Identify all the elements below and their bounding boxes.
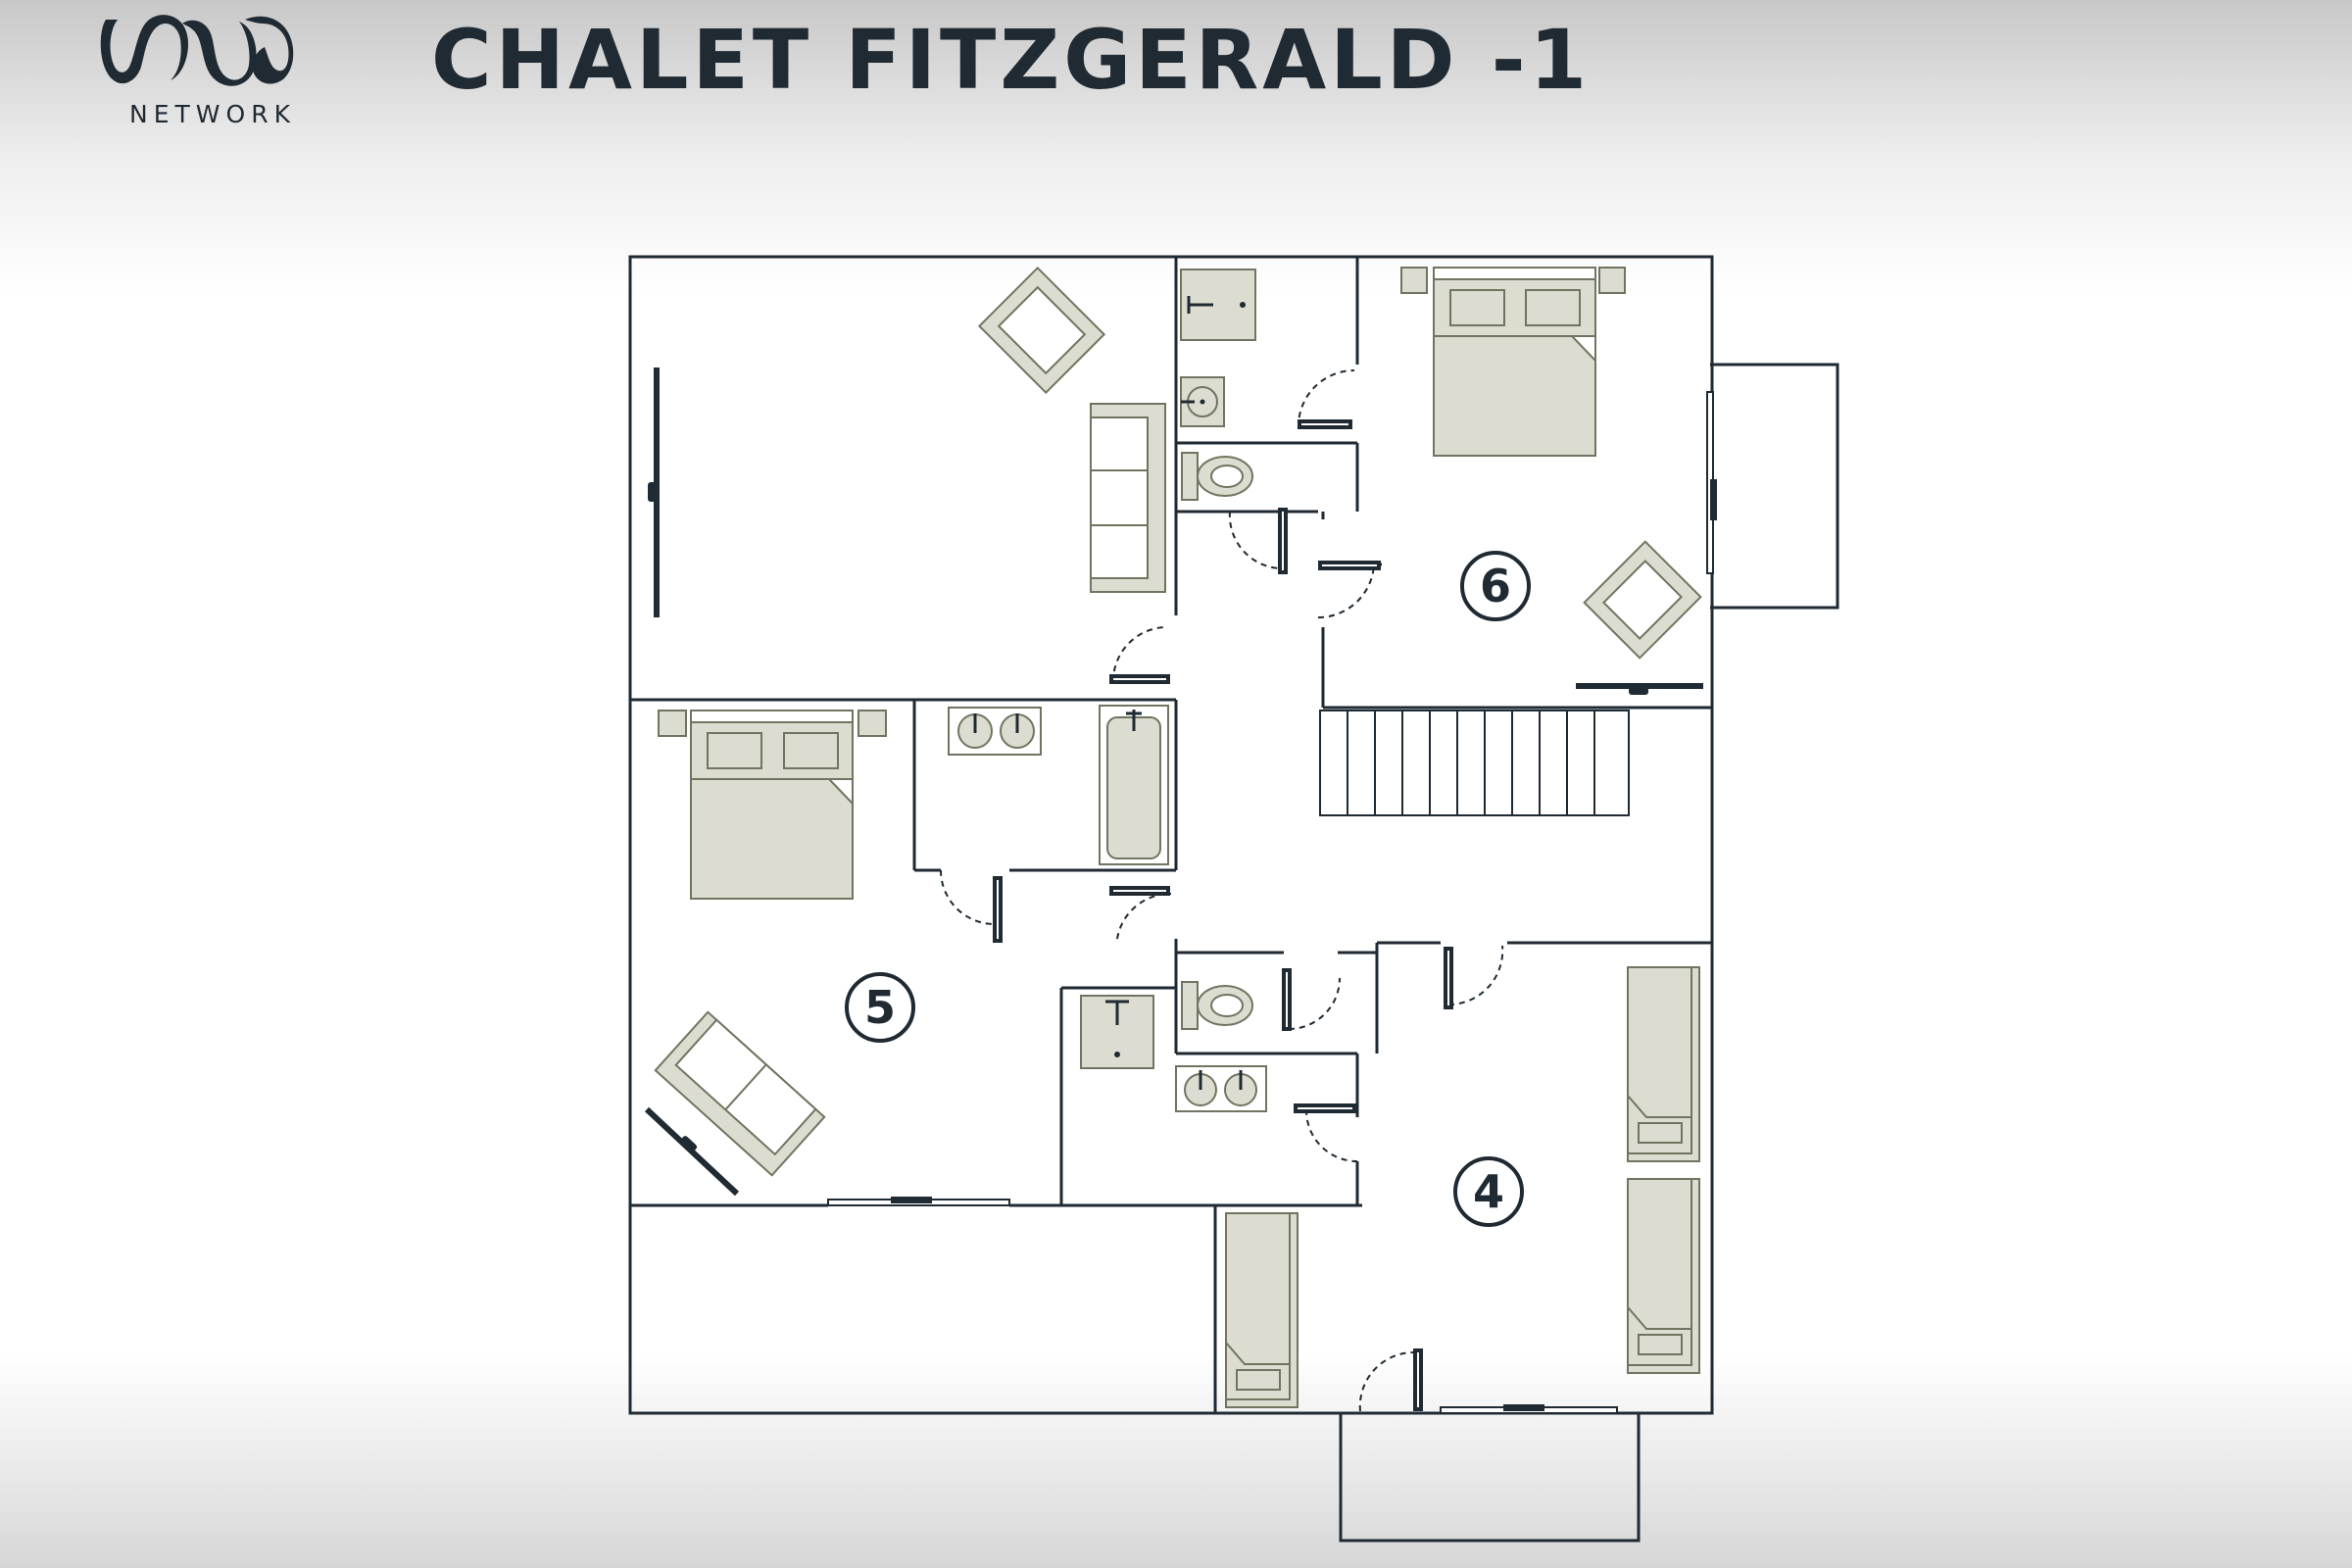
staircase-icon: [1319, 710, 1630, 816]
door-leaf: [993, 419, 1453, 1411]
room-label-5: 5: [845, 972, 915, 1043]
sink-icon: [1180, 376, 1225, 427]
double-bed-icon: [658, 710, 887, 900]
single-bed-icon: [1225, 1212, 1298, 1408]
tv-icon: [1576, 683, 1703, 695]
walls: [628, 255, 1714, 1415]
page-title: CHALET FITZGERALD -1: [431, 12, 1592, 108]
sofa-icon: [654, 1010, 826, 1177]
exterior-walls: [1339, 363, 1839, 1543]
tv-icon: [644, 1106, 740, 1197]
bathtub-icon: [1099, 705, 1169, 865]
door-swing-icon: [940, 369, 1504, 1412]
double-bed-icon: [1400, 267, 1626, 457]
shower-icon: [1180, 269, 1256, 341]
toilet-icon: [1181, 452, 1253, 501]
armchair-icon: [977, 266, 1106, 395]
logo-mark-icon: [100, 15, 294, 86]
toilet-icon: [1181, 981, 1253, 1030]
room-label-6: 6: [1460, 551, 1531, 621]
logo-text: NETWORK: [129, 100, 296, 128]
brand-logo: NETWORK: [98, 10, 318, 128]
tv-icon: [648, 368, 660, 617]
single-bed-icon: [1627, 1178, 1700, 1374]
shower-icon: [1080, 995, 1154, 1069]
double-sink-icon: [948, 707, 1042, 756]
sliding-door-icon: [827, 391, 1717, 1414]
double-sink-icon: [1175, 1065, 1267, 1112]
armchair-icon: [1583, 540, 1702, 660]
room-label-4: 4: [1453, 1156, 1524, 1227]
sofa-icon: [1090, 403, 1166, 593]
single-bed-icon: [1627, 966, 1700, 1162]
